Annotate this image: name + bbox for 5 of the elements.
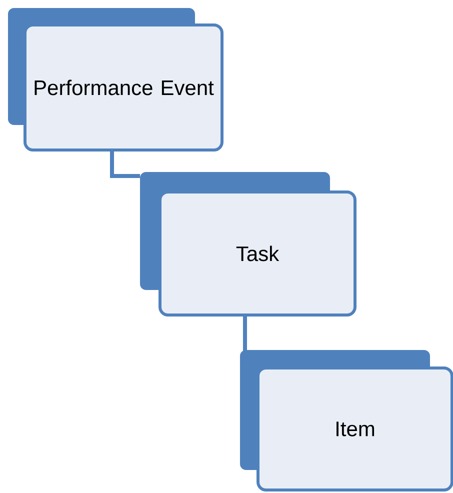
connector-line bbox=[110, 152, 140, 178]
tab-box: Task bbox=[140, 172, 356, 316]
connector-line bbox=[243, 316, 247, 354]
tab-box: Item bbox=[240, 350, 453, 492]
tab-box: Performance Event bbox=[8, 8, 224, 152]
